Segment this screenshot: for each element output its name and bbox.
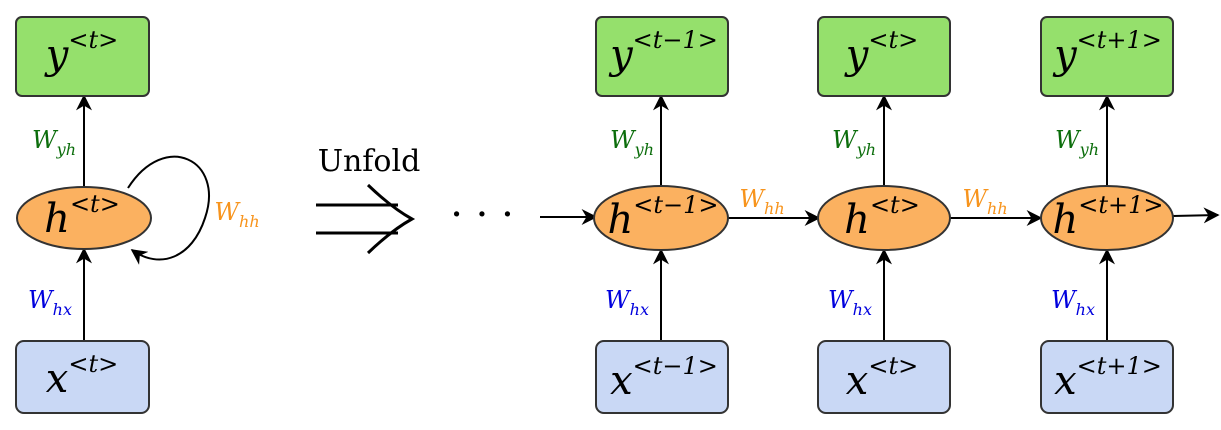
- folded-input-label: x<t>: [46, 350, 118, 402]
- weight-yh: Wyh: [832, 126, 876, 159]
- folded-output-label: y<t>: [44, 26, 118, 78]
- weight-hx: Whx: [828, 286, 872, 319]
- hidden-node: [593, 185, 729, 251]
- unfolded-sequence: Whh Whh y<t−1> h<t−1> x<t−1> Wyh: [540, 16, 1220, 414]
- input-node: [595, 340, 729, 414]
- time-step-t-minus-1: y<t−1> h<t−1> x<t−1> Wyh Whx: [593, 16, 729, 414]
- hidden-label: h<t>: [844, 191, 920, 243]
- hidden-node: [817, 185, 951, 251]
- hidden-label: h<t+1>: [1052, 191, 1163, 243]
- output-node: [595, 16, 729, 97]
- input-label: x<t>: [846, 352, 918, 404]
- unfold-label: Unfold: [318, 144, 421, 179]
- output-label: y<t−1>: [608, 26, 718, 78]
- input-label: x<t−1>: [610, 352, 718, 404]
- output-label: y<t+1>: [1052, 26, 1162, 78]
- output-node: [817, 16, 951, 97]
- weight-yh: Wyh: [610, 126, 654, 159]
- weight-hx: Whx: [605, 286, 649, 319]
- folded-input-node: [15, 340, 150, 414]
- hidden-label: h<t−1>: [607, 191, 718, 243]
- weight-hx: Whx: [1051, 286, 1095, 319]
- output-node: [1040, 16, 1174, 97]
- hidden-node: [1040, 185, 1174, 251]
- folded-weight-hh: Whh: [214, 198, 259, 231]
- input-label: x<t+1>: [1054, 352, 1162, 404]
- output-label: y<t>: [844, 26, 918, 78]
- unfold-indicator: Unfold: [316, 144, 421, 255]
- ellipsis: · · ·: [450, 192, 514, 238]
- time-step-t: y<t> h<t> x<t> Wyh Whx: [817, 16, 951, 414]
- edge-out-of-last-hidden: [1172, 207, 1220, 224]
- folded-output-node: [15, 16, 150, 97]
- folded-weight-yh: Wyh: [32, 126, 76, 159]
- folded-recurrent-loop: [127, 155, 210, 265]
- input-node: [817, 340, 951, 414]
- folded-hidden-node: [16, 186, 152, 250]
- weight-yh: Wyh: [1055, 126, 1099, 159]
- transition-weight-hh-1: Whh: [739, 185, 784, 218]
- folded-weight-hx: Whx: [28, 286, 72, 319]
- double-arrow-icon: [316, 183, 416, 255]
- folded-hidden-label: h<t>: [44, 190, 120, 242]
- time-step-t-plus-1: y<t+1> h<t+1> x<t+1> Wyh Whx: [1040, 16, 1174, 414]
- transition-weight-hh-2: Whh: [962, 185, 1007, 218]
- folded-rnn: y<t> h<t> x<t> Wyh Whh Whx: [15, 16, 260, 414]
- input-node: [1040, 340, 1174, 414]
